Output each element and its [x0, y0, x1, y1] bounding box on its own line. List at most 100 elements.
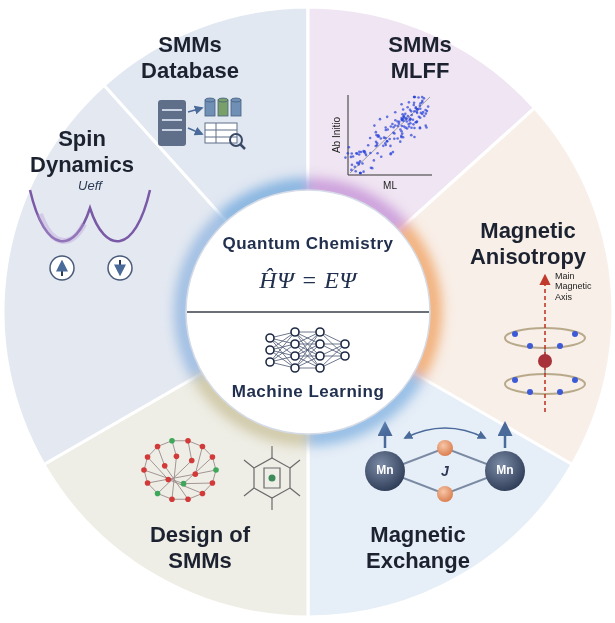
scatter-dot — [412, 104, 415, 107]
scatter-dot — [413, 96, 416, 99]
nn-neuron — [341, 352, 349, 360]
scatter-dot — [344, 156, 347, 159]
scatter-dot — [392, 126, 395, 129]
scatter-dot — [419, 104, 422, 107]
scatter-dot — [415, 110, 418, 113]
scatter-dot — [402, 136, 405, 139]
scatter-dot — [348, 146, 351, 149]
axis-label: Ueff — [78, 179, 102, 194]
bond — [158, 460, 192, 493]
neural-net-icon — [266, 328, 349, 372]
scatter-dot — [416, 120, 419, 123]
scatter-dot — [359, 172, 362, 175]
nn-neuron — [291, 340, 299, 348]
scatter-dot — [354, 170, 357, 173]
atom — [165, 477, 171, 483]
atom — [185, 438, 191, 444]
atom — [141, 467, 147, 473]
nn-neuron — [316, 328, 324, 336]
scatter-dot — [389, 153, 392, 156]
scatter-dot — [420, 112, 423, 115]
scatter-dot — [408, 125, 411, 128]
nn-neuron — [291, 364, 299, 372]
scatter-dot — [412, 118, 415, 121]
scatter-dot — [362, 150, 365, 153]
scatter-dot — [375, 140, 378, 143]
scatter-dot — [414, 121, 417, 124]
scatter-dot — [373, 124, 376, 127]
bond — [184, 457, 213, 484]
equation: ĤΨ = EΨ — [223, 266, 394, 294]
scatter-dot — [414, 96, 417, 99]
scatter-dot — [380, 137, 383, 140]
scatter-dot — [399, 140, 402, 143]
nn-neuron — [266, 346, 274, 354]
scatter-dot — [392, 131, 395, 134]
bond — [158, 447, 165, 466]
atom — [155, 491, 161, 497]
scatter-dot — [406, 106, 409, 109]
scatter-dot — [410, 114, 413, 117]
scatter-dot — [417, 96, 420, 99]
title-text: Quantum Chemistry — [223, 234, 394, 254]
scatter-dot — [423, 115, 426, 118]
atom — [210, 454, 216, 460]
atom — [169, 438, 175, 444]
atom — [185, 496, 191, 502]
scatter-dot — [413, 101, 416, 104]
scatter-dot — [407, 123, 410, 126]
title-text: Magnetic Exchange — [358, 522, 478, 574]
bond — [195, 470, 216, 474]
scatter-dot — [415, 121, 418, 124]
scatter-dot — [403, 125, 406, 128]
scatter-dot — [377, 134, 380, 137]
center-half: Machine Learning — [232, 382, 385, 402]
atom — [181, 481, 187, 487]
molecule-illustration — [505, 276, 585, 412]
scatter-dot — [386, 116, 389, 119]
scatter-dot — [393, 137, 396, 140]
nn-neuron — [291, 328, 299, 336]
scatter-dot — [427, 105, 430, 108]
scatter-dot — [359, 172, 362, 175]
scatter-dot — [401, 113, 404, 116]
sector-title: SMMs Database — [125, 32, 255, 84]
molecular-structures — [141, 438, 300, 510]
scatter-dot — [347, 152, 350, 155]
scatter-dot — [355, 152, 358, 155]
scatter-dot — [413, 127, 416, 130]
scatter-dot — [351, 163, 354, 166]
atom — [189, 458, 195, 464]
scatter-dot — [392, 151, 395, 154]
sector-wedge — [308, 312, 572, 617]
scatter-dot — [380, 155, 383, 158]
scatter-dot — [404, 113, 407, 116]
double-well — [30, 190, 150, 280]
title-text: SMMs MLFF — [360, 32, 480, 84]
nn-neuron — [316, 364, 324, 372]
title-text: Spin Dynamics — [22, 126, 142, 178]
scatter-dot — [402, 108, 405, 111]
scatter-dot — [401, 132, 404, 135]
atom — [155, 444, 161, 450]
scatter-dot — [388, 138, 391, 141]
bond — [184, 483, 213, 485]
scatter-dot — [350, 156, 353, 159]
scatter-dot — [353, 165, 356, 168]
scatter-plot — [344, 95, 432, 175]
scatter-dot — [396, 137, 399, 140]
atom — [213, 467, 219, 473]
scatter-dot — [386, 140, 389, 143]
atom — [174, 454, 180, 460]
scatter-dot — [363, 151, 366, 154]
center-circle — [186, 190, 430, 434]
scatter-dot — [394, 111, 397, 114]
scatter-dot — [415, 107, 418, 110]
scatter-dot — [361, 162, 364, 165]
nn-link — [295, 332, 320, 368]
scatter-dot — [393, 132, 396, 135]
scatter-dot — [397, 125, 400, 128]
scatter-dot — [403, 117, 406, 120]
